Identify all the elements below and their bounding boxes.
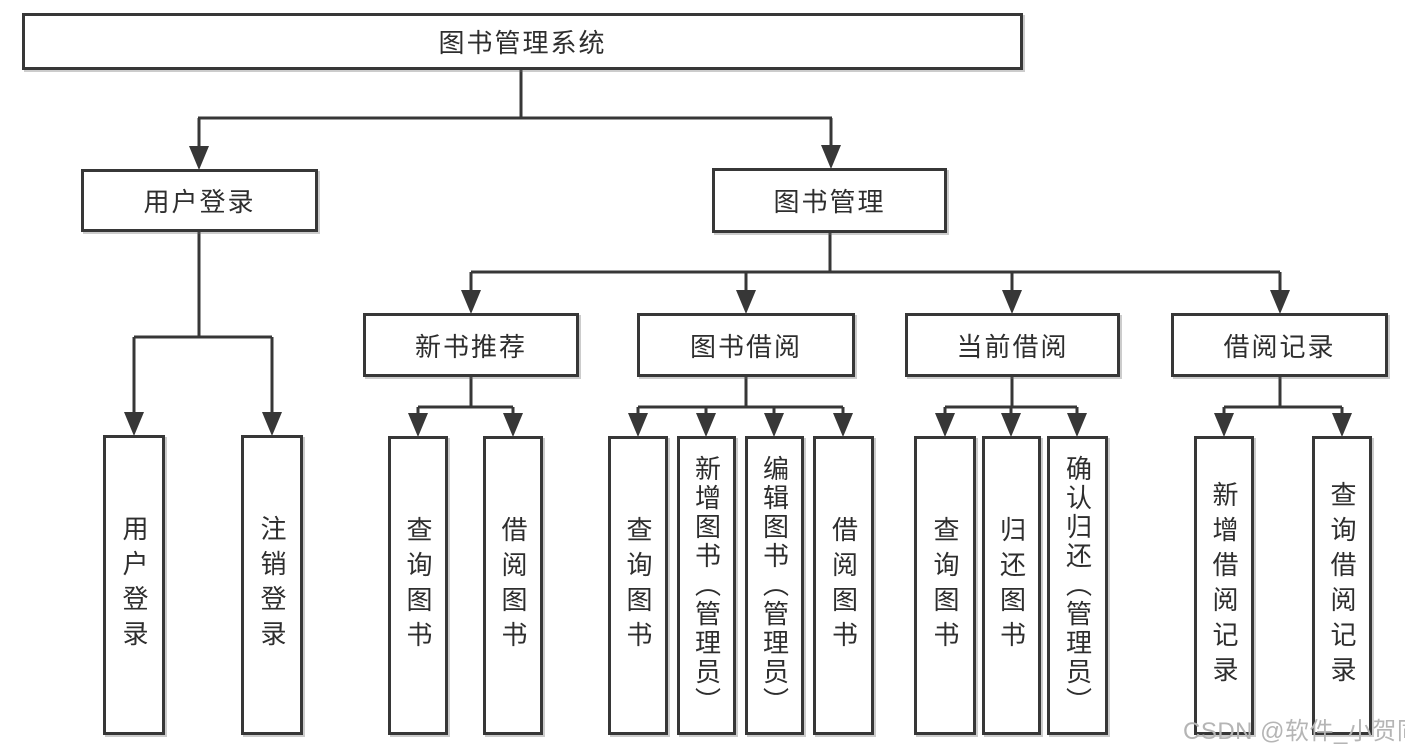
node-label: 查询借阅记录	[1327, 480, 1357, 691]
node-leaf-add-borrow-record: 新增借阅记录	[1194, 436, 1254, 735]
node-label: 图书管理系统	[438, 28, 607, 58]
node-label: 编辑图书（管理员）	[759, 455, 790, 716]
node-label: 图书管理	[773, 187, 886, 217]
node-leaf-borrow-books: 借阅图书	[813, 436, 874, 735]
node-borrowing-records: 借阅记录	[1171, 313, 1388, 377]
node-label: 借阅记录	[1223, 331, 1336, 362]
node-leaf-confirm-return-admin: 确认归还（管理员）	[1047, 436, 1108, 735]
node-label: 用户登录	[143, 187, 256, 217]
node-new-book-recommendation: 新书推荐	[363, 313, 579, 377]
node-book-borrowing: 图书借阅	[637, 313, 855, 377]
node-leaf-add-book-admin: 新增图书（管理员）	[677, 436, 736, 735]
node-leaf-logout: 注销登录	[241, 435, 303, 735]
node-label: 新增借阅记录	[1209, 480, 1239, 691]
node-leaf-borrow-books-recommend: 借阅图书	[483, 436, 543, 735]
node-label: 查询图书	[623, 515, 653, 656]
node-leaf-query-books-borrowing: 查询图书	[608, 436, 668, 735]
node-library-management-system: 图书管理系统	[22, 13, 1023, 70]
node-label: 新书推荐	[414, 331, 527, 362]
node-label: 图书借阅	[689, 331, 802, 362]
node-label: 当前借阅	[956, 331, 1069, 362]
node-label: 归还图书	[996, 515, 1027, 656]
node-leaf-user-login: 用户登录	[103, 435, 165, 735]
node-label: 查询图书	[930, 515, 960, 656]
node-label: 查询图书	[403, 515, 433, 656]
node-leaf-query-books-recommend: 查询图书	[388, 436, 448, 735]
node-user-login: 用户登录	[81, 169, 318, 232]
node-book-management: 图书管理	[712, 168, 947, 233]
node-label: 用户登录	[119, 515, 149, 655]
node-label: 确认归还（管理员）	[1062, 455, 1093, 716]
node-leaf-edit-book-admin: 编辑图书（管理员）	[745, 436, 804, 735]
node-label: 新增图书（管理员）	[691, 455, 722, 716]
node-current-borrowing: 当前借阅	[905, 313, 1120, 377]
node-leaf-query-borrow-record: 查询借阅记录	[1312, 436, 1372, 735]
csdn-watermark: CSDN @软件_小贺同学	[1183, 718, 1405, 745]
node-label: 借阅图书	[498, 515, 528, 656]
node-leaf-query-books-current: 查询图书	[914, 436, 976, 735]
node-label: 注销登录	[257, 515, 287, 655]
node-leaf-return-book: 归还图书	[982, 436, 1041, 735]
node-label: 借阅图书	[828, 515, 859, 656]
